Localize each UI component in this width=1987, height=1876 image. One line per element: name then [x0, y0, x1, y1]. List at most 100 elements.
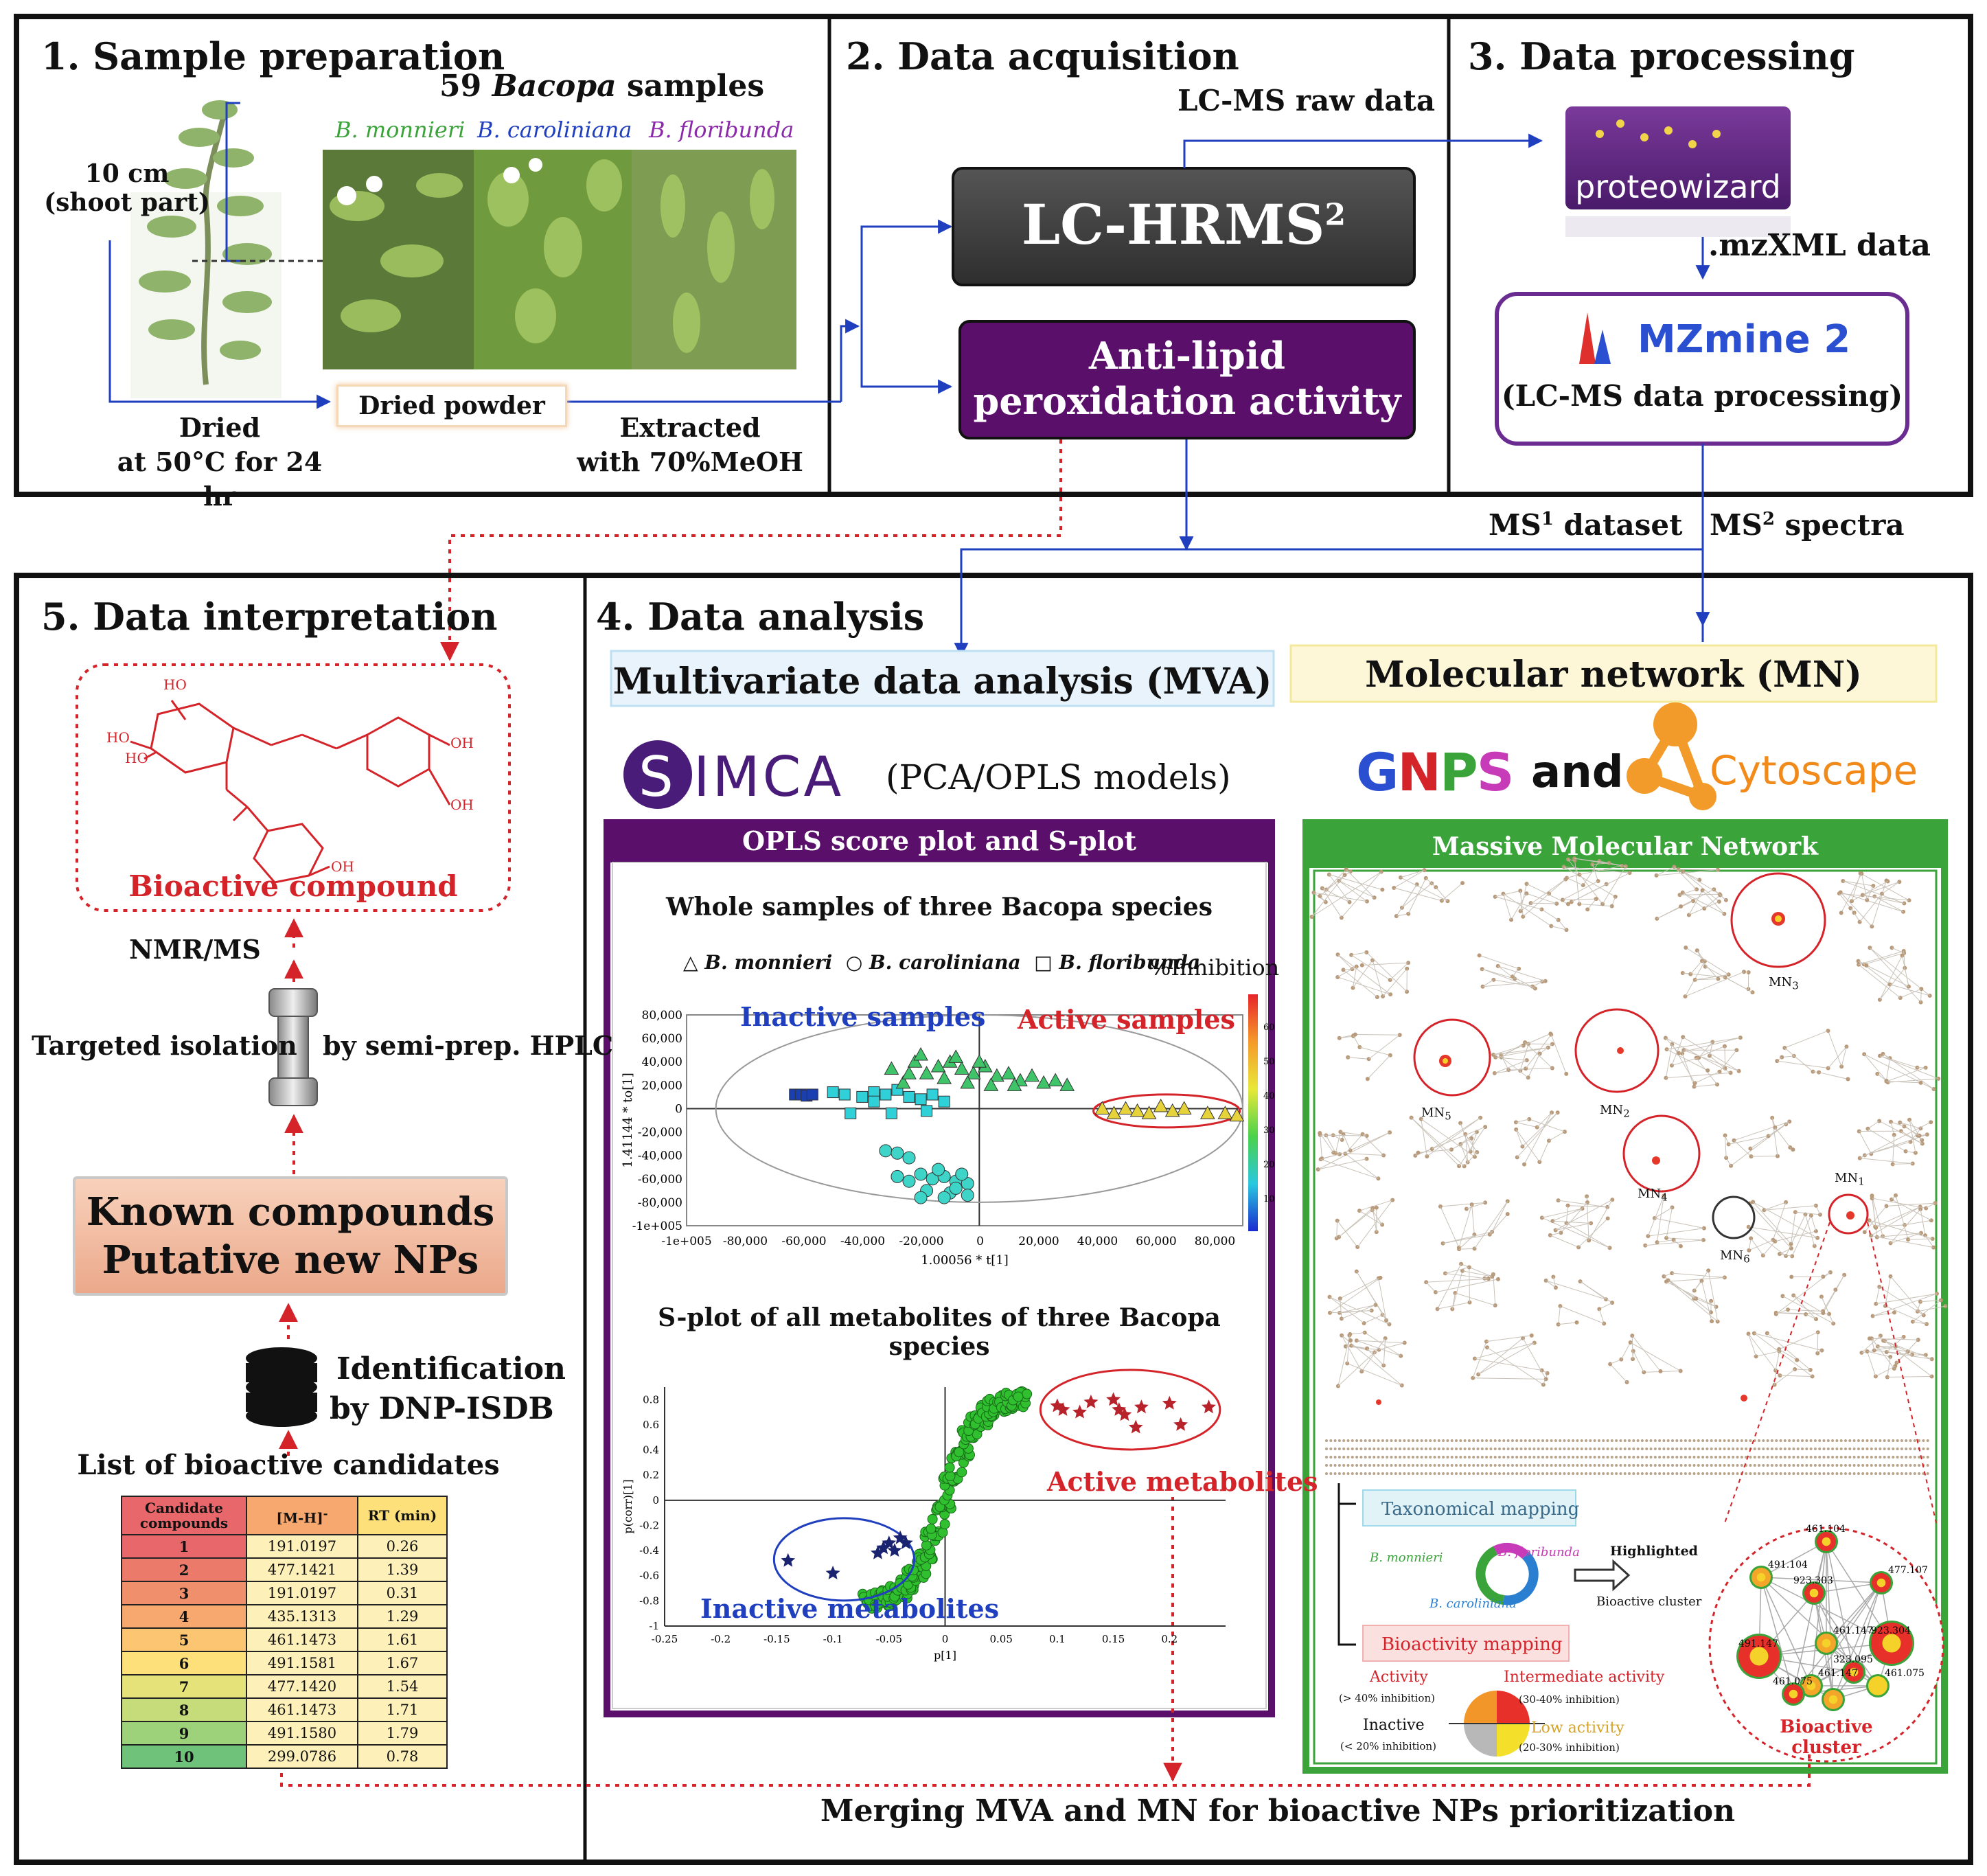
s-plot-title: S-plot of all metabolites of three Bacop… [658, 1303, 1221, 1361]
singleton-node [1606, 1464, 1609, 1467]
singleton-node [1359, 1456, 1363, 1459]
oh-1: HO [163, 676, 187, 693]
score-point [891, 1169, 904, 1183]
singleton-node [1567, 1472, 1570, 1475]
singleton-node [1909, 1448, 1912, 1450]
singleton-node [1818, 1439, 1822, 1442]
score-point [937, 1071, 952, 1084]
singleton-node [1537, 1439, 1540, 1442]
cell-mz: 299.0786 [246, 1744, 358, 1769]
singleton-node [1666, 1456, 1670, 1459]
singleton-node [1809, 1439, 1813, 1442]
singleton-node [1852, 1464, 1856, 1467]
singleton-node [1874, 1448, 1878, 1450]
cluster-node-label: 491.104 [1768, 1559, 1808, 1570]
singleton-node [1749, 1456, 1752, 1459]
singleton-node [1390, 1456, 1393, 1459]
singleton-node [1519, 1456, 1523, 1459]
singleton-node [1541, 1448, 1544, 1450]
singleton-node [1844, 1472, 1847, 1475]
singleton-node [1792, 1456, 1795, 1459]
metabolite-point [1013, 1391, 1024, 1402]
singleton-node [1775, 1439, 1778, 1442]
singleton-node [1688, 1456, 1692, 1459]
singleton-node [1874, 1439, 1878, 1442]
singleton-node [1372, 1464, 1376, 1467]
singleton-node [1839, 1472, 1843, 1475]
bioactive-compound-label: Bioactive compound [128, 869, 458, 903]
score-point [845, 1107, 857, 1119]
metabolite-point [926, 1523, 937, 1534]
singleton-node [1437, 1464, 1440, 1467]
singleton-node [1619, 1448, 1622, 1450]
s-x-tick: 0 [942, 1633, 949, 1645]
singleton-node [1602, 1439, 1605, 1442]
singleton-node [1645, 1472, 1649, 1475]
col-mz: [M-H]- [246, 1496, 358, 1535]
network-node [1359, 963, 1364, 968]
singleton-node [1485, 1439, 1489, 1442]
singleton-node [1732, 1472, 1735, 1475]
score-point [954, 1061, 969, 1075]
singleton-node [1870, 1464, 1873, 1467]
singleton-node [1749, 1464, 1752, 1467]
network-node [1318, 1130, 1322, 1135]
singleton-node [1684, 1448, 1687, 1450]
score-point [885, 1107, 897, 1119]
singleton-node [1745, 1439, 1748, 1442]
singleton-node [1589, 1448, 1592, 1450]
singleton-node [1719, 1439, 1722, 1442]
singleton-node [1377, 1456, 1380, 1459]
cell-id: 10 [121, 1744, 247, 1769]
singleton-node [1602, 1464, 1605, 1467]
singleton-node [1632, 1464, 1635, 1467]
singleton-node [1857, 1439, 1860, 1442]
activity-label: Activity [1370, 1669, 1428, 1686]
network-node [1864, 963, 1869, 968]
mzmine-peak-icon [1579, 312, 1596, 364]
cluster-node-label: 491.147 [1738, 1638, 1778, 1649]
singleton-node [1913, 1439, 1916, 1442]
score-point [884, 1061, 899, 1075]
singleton-node [1813, 1448, 1817, 1450]
score-point [1118, 1101, 1134, 1114]
network-node [1678, 1244, 1683, 1248]
singleton-node [1671, 1464, 1674, 1467]
singleton-node [1788, 1464, 1791, 1467]
singleton-node [1653, 1448, 1657, 1450]
singleton-node [1801, 1439, 1804, 1442]
singleton-node [1524, 1448, 1527, 1450]
y-tick-label: -40,000 [638, 1149, 682, 1163]
cluster-node-label: 461.147 [1833, 1625, 1873, 1636]
singleton-node [1848, 1448, 1852, 1450]
singleton-node [1770, 1464, 1773, 1467]
y-axis-label: 1.41144 * to[1] [621, 1073, 635, 1167]
singleton-node [1485, 1456, 1489, 1459]
singleton-node [1813, 1439, 1817, 1442]
singleton-node [1662, 1448, 1666, 1450]
singleton-node [1355, 1448, 1359, 1450]
singleton-node [1368, 1448, 1371, 1450]
score-point [955, 1167, 969, 1181]
singleton-node [1788, 1472, 1791, 1475]
singleton-node [1572, 1464, 1575, 1467]
singleton-node [1909, 1472, 1912, 1475]
x-tick-label: -80,000 [723, 1235, 768, 1248]
singleton-node [1779, 1448, 1782, 1450]
cell-id: 2 [121, 1557, 247, 1582]
singleton-node [1567, 1456, 1570, 1459]
singleton-node [1597, 1439, 1600, 1442]
singleton-node [1710, 1439, 1713, 1442]
singleton-node [1442, 1448, 1445, 1450]
oh-2: HO [106, 729, 130, 746]
singleton-node [1450, 1439, 1454, 1442]
singleton-node [1623, 1439, 1627, 1442]
singleton-node [1892, 1456, 1895, 1459]
singleton-node [1602, 1472, 1605, 1475]
singleton-node [1684, 1472, 1687, 1475]
singleton-node [1645, 1456, 1649, 1459]
mn3-label: MN3 [1769, 975, 1799, 992]
cell-mz: 435.1313 [246, 1604, 358, 1629]
